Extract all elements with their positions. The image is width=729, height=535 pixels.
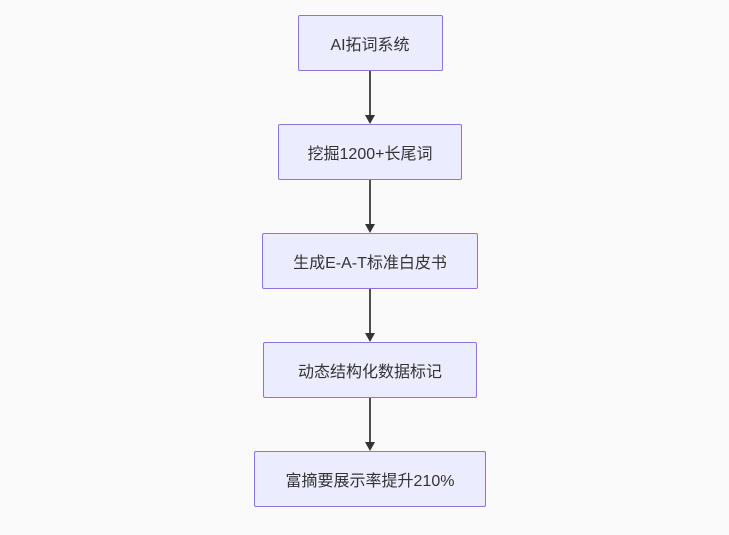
arrow-shaft xyxy=(369,180,371,225)
flow-node-label: AI拓词系统 xyxy=(330,37,410,54)
arrowhead-down-icon xyxy=(365,115,375,124)
arrowhead-down-icon xyxy=(365,442,375,451)
arrow-shaft xyxy=(369,71,371,116)
flow-node-label: 富摘要展示率提升210% xyxy=(285,473,455,490)
arrow-shaft xyxy=(369,289,371,334)
arrowhead-down-icon xyxy=(365,224,375,233)
arrow-down-4 xyxy=(365,398,375,451)
flow-node-ai-word-system: AI拓词系统 xyxy=(297,15,443,71)
flow-node-eat-whitepaper: 生成E-A-T标准白皮书 xyxy=(262,233,478,289)
arrow-down-2 xyxy=(365,180,375,233)
flow-node-label: 动态结构化数据标记 xyxy=(297,364,442,381)
flow-node-rich-snippet-result: 富摘要展示率提升210% xyxy=(254,451,486,507)
flowchart: AI拓词系统 挖掘1200+长尾词 生成E-A-T标准白皮书 动态结构化数据标记 xyxy=(254,15,486,507)
flow-node-label: 生成E-A-T标准白皮书 xyxy=(293,255,447,272)
flow-node-label: 挖掘1200+长尾词 xyxy=(307,146,433,163)
arrow-down-1 xyxy=(365,71,375,124)
flow-node-longtail-mining: 挖掘1200+长尾词 xyxy=(278,124,462,180)
arrow-down-3 xyxy=(365,289,375,342)
arrow-shaft xyxy=(369,398,371,443)
arrowhead-down-icon xyxy=(365,333,375,342)
flow-node-structured-data: 动态结构化数据标记 xyxy=(263,342,477,398)
